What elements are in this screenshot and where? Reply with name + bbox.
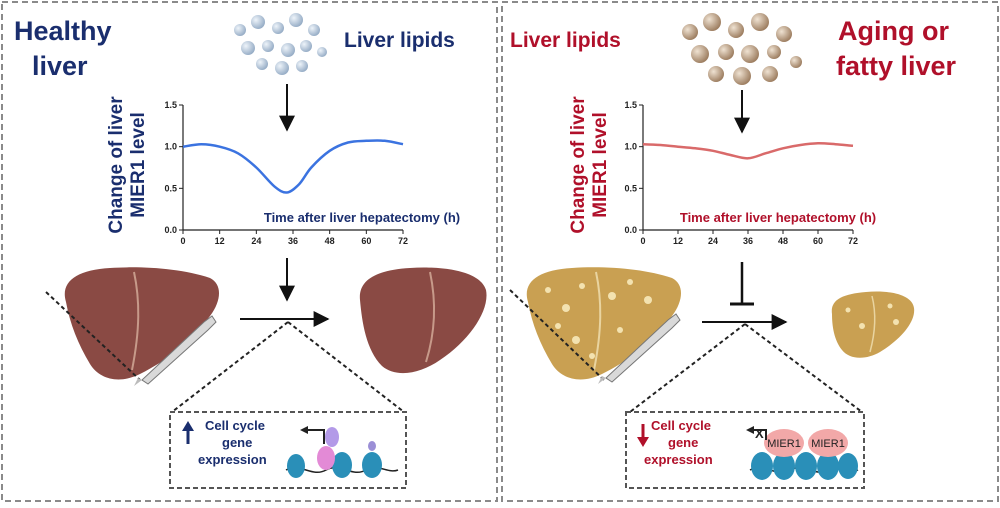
left-box-line1: Cell cycle [205, 418, 265, 433]
left-chart: 0.0 0.5 1.0 1.5 0 12 24 36 48 60 72 [164, 100, 408, 246]
right-box-line1: Cell cycle [651, 418, 711, 433]
right-title-line1: Aging or [838, 16, 949, 46]
left-chart-x-tick-label: 48 [325, 236, 335, 246]
left-box-line2: gene [222, 435, 252, 450]
left-chart-x-tick-label: 24 [251, 236, 261, 246]
left-box-line3: expression [198, 452, 267, 467]
left-chart-y-tick-label: 1.5 [164, 100, 177, 110]
left-chart-x-tick-label: 72 [398, 236, 408, 246]
right-chromatin [746, 426, 859, 480]
left-liver-after [359, 267, 487, 374]
right-chart-series-line [642, 142, 854, 160]
left-ylabel: Change of liver MIER1 level [106, 96, 149, 234]
right-chart-x-tick-label: 24 [708, 236, 718, 246]
left-zoom-line-left [171, 321, 289, 413]
right-chart-y-tick-label: 0.5 [624, 183, 637, 193]
right-box-line2: gene [668, 435, 698, 450]
left-chart-y-tick-label: 0.0 [164, 225, 177, 235]
left-chart-x-tick-label: 0 [180, 236, 185, 246]
right-liver-before [526, 267, 681, 380]
right-box-line3: expression [644, 452, 713, 467]
left-chart-x-tick-label: 12 [215, 236, 225, 246]
right-inhibition-arrow [730, 262, 754, 306]
right-lipid-droplets [682, 13, 802, 85]
left-chart-x-tick-label: 36 [288, 236, 298, 246]
right-mier1-label-1: MIER1 [767, 438, 801, 450]
right-chart-inset-label: Time after liver hepatectomy (h) [680, 210, 876, 225]
right-chart-y-tick-label: 1.5 [624, 100, 637, 110]
left-lipids-label: Liver lipids [344, 29, 455, 52]
right-ylabel-line1: Change of liver [568, 96, 589, 234]
left-zoom-line-right [287, 321, 405, 413]
left-chart-y-tick-label: 1.0 [164, 142, 177, 152]
left-liver-before [64, 267, 219, 380]
right-ylabel-line2: MIER1 level [590, 112, 611, 218]
left-title-line2: liver [32, 51, 88, 81]
down-arrow-icon [637, 424, 649, 447]
right-chart-x-tick-label: 72 [848, 236, 858, 246]
right-chart-x-tick-label: 36 [743, 236, 753, 246]
right-mier1-label-2: MIER1 [811, 438, 845, 450]
left-chart-x-tick-label: 60 [361, 236, 371, 246]
right-block-mark: X [755, 426, 764, 441]
left-chart-y-tick-label: 0.5 [164, 183, 177, 193]
right-scalpel-icon [598, 313, 681, 384]
right-chart-x-tick-label: 12 [673, 236, 683, 246]
left-chart-inset-label: Time after liver hepatectomy (h) [264, 210, 460, 225]
right-chart-y-tick-label: 0.0 [624, 225, 637, 235]
right-chart: 0.0 0.5 1.0 1.5 0 12 24 36 48 60 72 [624, 100, 858, 246]
right-chart-y-tick-label: 1.0 [624, 142, 637, 152]
right-title-line2: fatty liver [836, 51, 957, 81]
right-chart-x-tick-label: 0 [640, 236, 645, 246]
right-cut-line [509, 289, 607, 383]
left-chart-series-line [182, 139, 404, 194]
right-liver-after [831, 291, 915, 358]
left-ylabel-line1: Change of liver [106, 96, 127, 234]
left-panel-frame [1, 1, 498, 502]
right-chart-x-tick-label: 60 [813, 236, 823, 246]
right-ylabel: Change of liver MIER1 level [568, 96, 611, 234]
left-title-line1: Healthy [14, 16, 112, 46]
left-cut-line [45, 291, 141, 381]
left-chromatin [285, 426, 399, 478]
left-scalpel-icon [134, 315, 217, 386]
up-arrow-icon [182, 421, 194, 444]
right-zoom-line-right [744, 323, 863, 413]
right-zoom-line-left [629, 323, 746, 413]
right-lipids-label: Liver lipids [510, 29, 621, 52]
left-ylabel-line2: MIER1 level [128, 112, 149, 218]
left-lipid-droplets [234, 13, 327, 75]
right-chart-x-tick-label: 48 [778, 236, 788, 246]
right-panel-frame [501, 1, 999, 502]
